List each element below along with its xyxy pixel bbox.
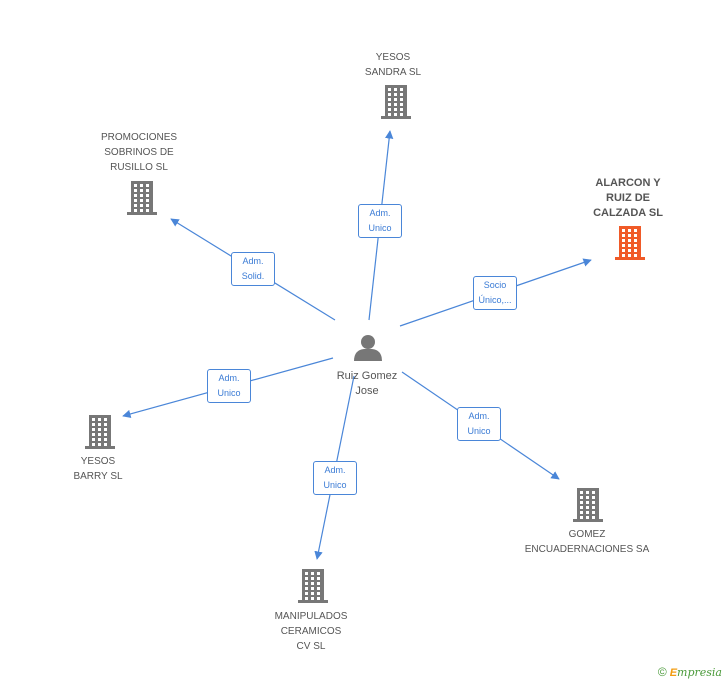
building-icon-promociones-sobrinos[interactable] [127,181,157,215]
building-icon-manipulados-ceramicos[interactable] [298,569,328,603]
footer-watermark[interactable]: ©Empresia [658,665,722,679]
edges-layer [122,130,592,560]
edge-badge-yesos-sandra[interactable]: Adm. Unico [358,204,402,238]
person-icon[interactable] [354,335,382,361]
icons-layer [85,85,645,603]
edge-badge-gomez-encuadernaciones[interactable]: Adm. Unico [457,407,501,441]
company-label-promociones-sobrinos[interactable]: PROMOCIONES SOBRINOS DE RUSILLO SL [100,132,178,173]
edge-badge-alarcon-ruiz[interactable]: Socio Único,... [473,276,517,310]
building-icon-yesos-barry[interactable] [85,415,115,449]
person-name-label[interactable]: Ruiz Gomez Jose [336,370,398,397]
brand-logo-text: mpresia [677,666,722,679]
edge-badge-promociones-sobrinos[interactable]: Adm. Solid. [231,252,275,286]
copyright-symbol: © [657,665,667,679]
building-icon-alarcon-ruiz[interactable] [615,226,645,260]
company-label-yesos-barry[interactable]: YESOS BARRY SL [73,456,123,482]
building-icon-gomez-encuadernaciones[interactable] [573,488,603,522]
company-label-gomez-encuadernaciones[interactable]: GOMEZ ENCUADERNACIONES SA [524,529,650,555]
company-label-manipulados-ceramicos[interactable]: MANIPULADOS CERAMICOS CV SL [274,611,348,652]
company-label-yesos-sandra[interactable]: YESOS SANDRA SL [364,52,422,78]
company-label-alarcon-ruiz[interactable]: ALARCON Y RUIZ DE CALZADA SL [593,177,663,219]
edge-badge-manipulados-ceramicos[interactable]: Adm. Unico [313,461,357,495]
brand-logo-initial: E [669,667,678,679]
edge-badge-yesos-barry[interactable]: Adm. Unico [207,369,251,403]
building-icon-yesos-sandra[interactable] [381,85,411,119]
